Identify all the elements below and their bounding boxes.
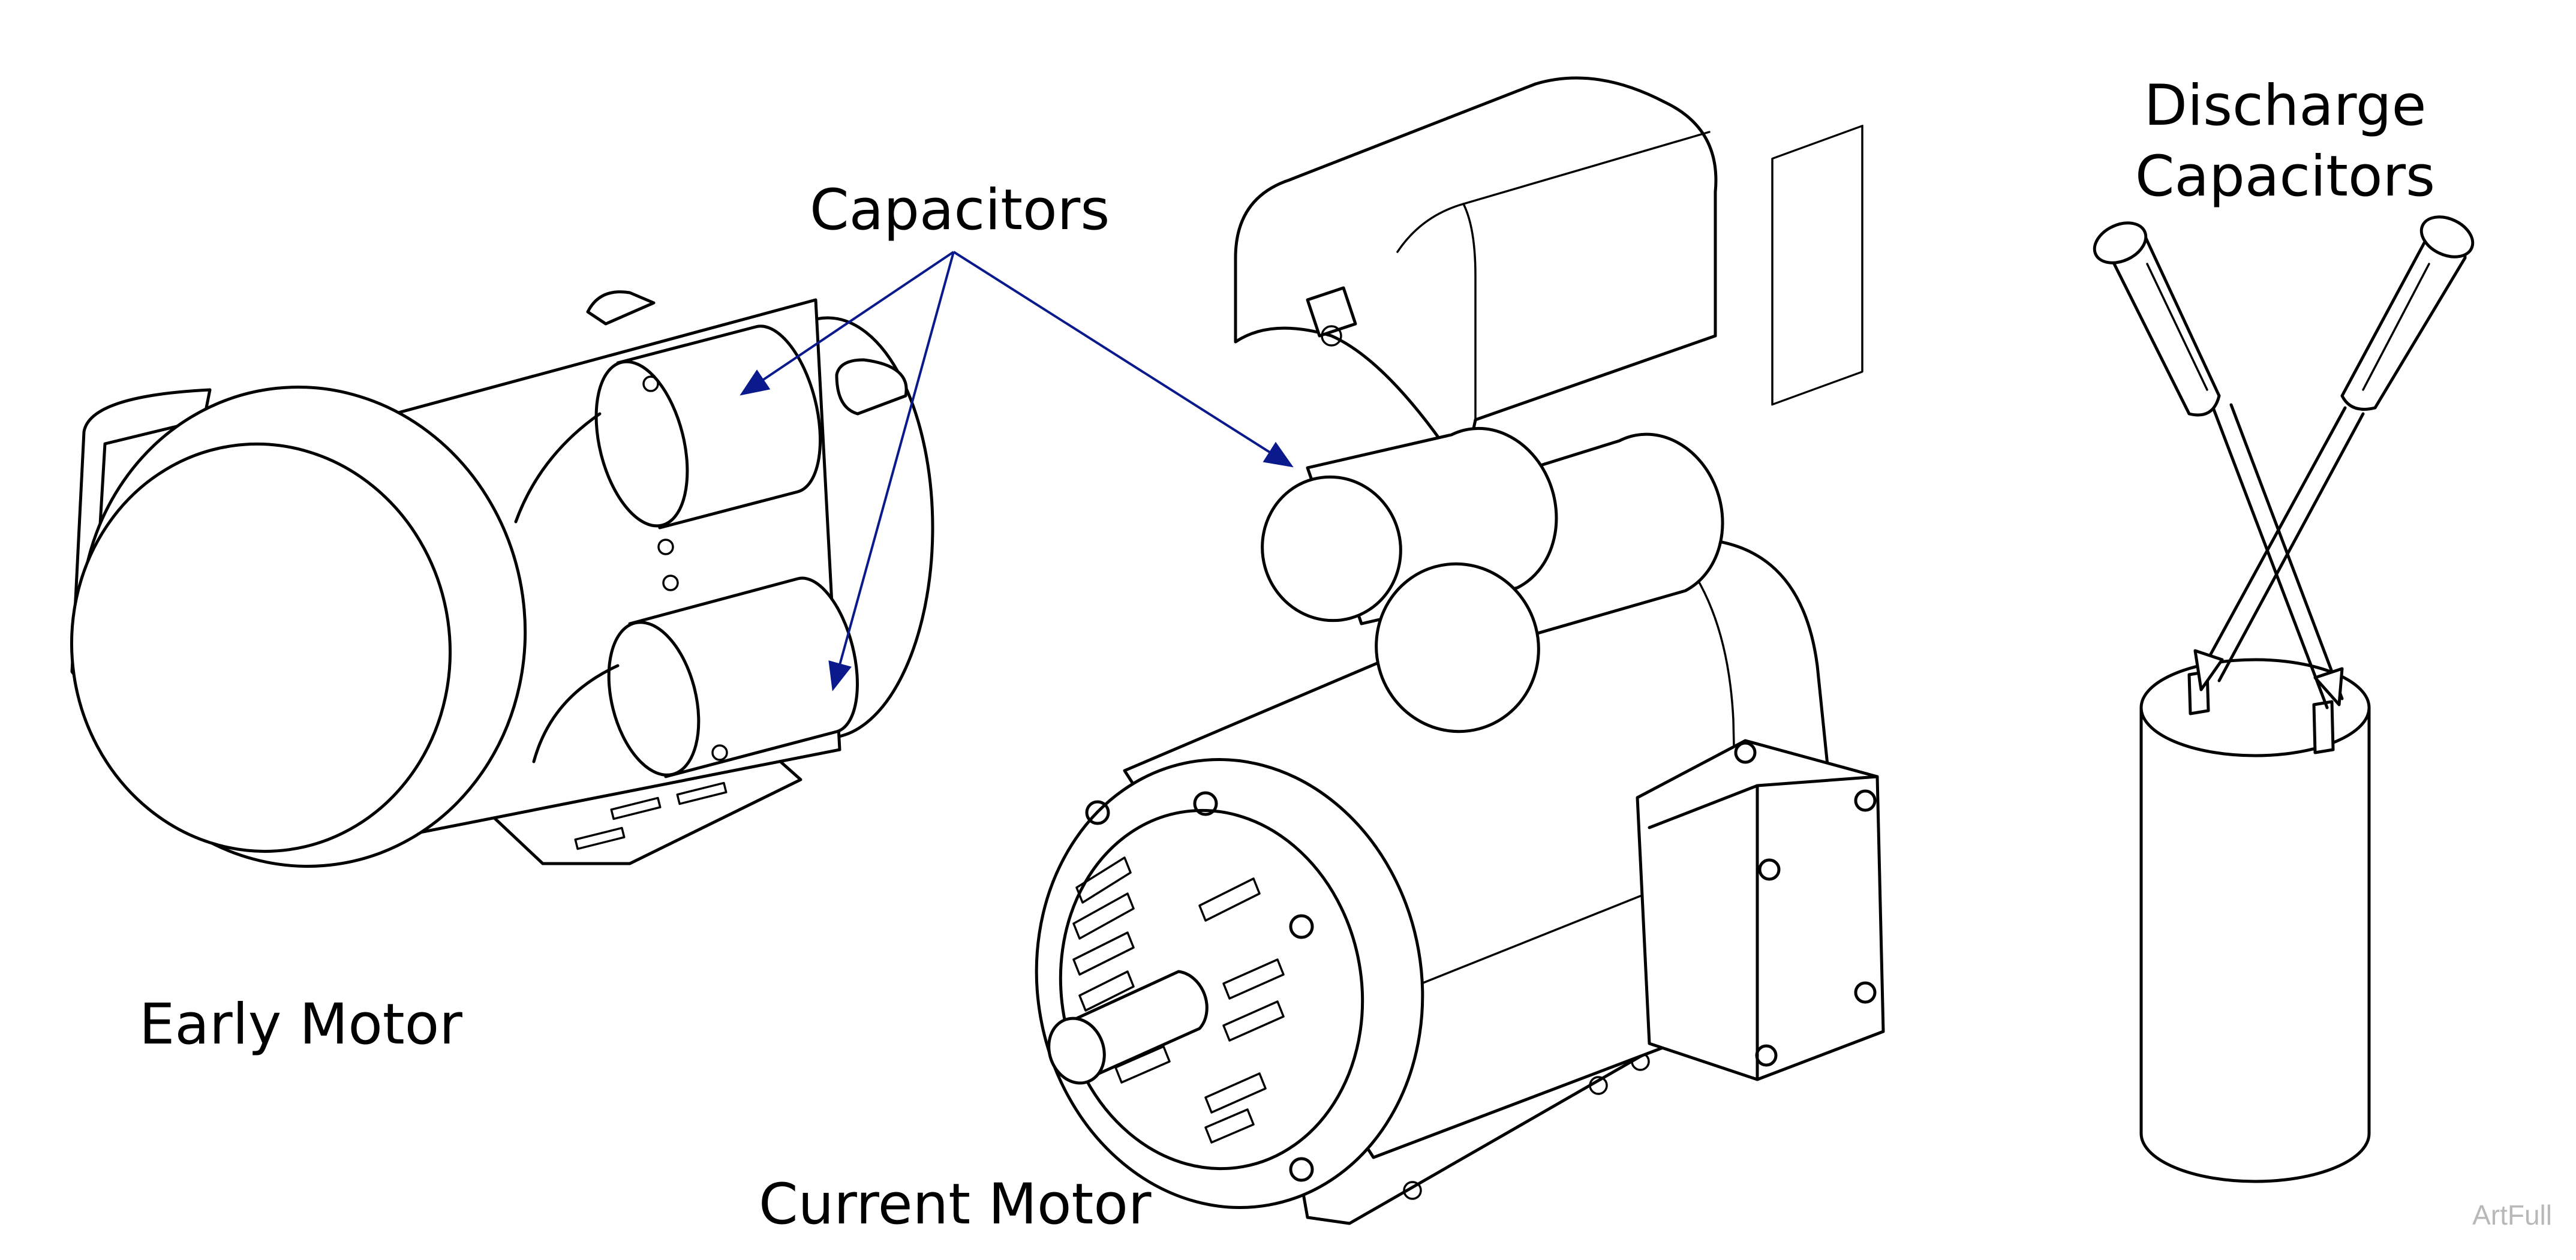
early-capacitor-lower-end — [607, 621, 701, 777]
leader-arrow-early-upper — [740, 251, 955, 396]
vent-slot — [1078, 970, 1135, 1012]
early-motor-base-slot — [574, 826, 626, 850]
current-capacitor-cover-edge — [1462, 203, 1477, 421]
screwdriver-shaft — [2217, 412, 2365, 682]
vent-slot — [1204, 1108, 1255, 1144]
screwdriver-left — [2093, 221, 2344, 709]
screwdriver-grip-line — [2362, 263, 2430, 391]
vent-slot — [1222, 1000, 1285, 1042]
current-motor-vents — [1072, 856, 1285, 1144]
discharge-label-line1: Discharge — [2144, 73, 2427, 139]
current-motor-front-face — [1059, 808, 1364, 1171]
screw-icon — [1854, 789, 1877, 812]
capacitor-leader-lines — [740, 251, 1294, 691]
early-motor-base-slot — [610, 796, 662, 820]
bolt-icon — [1193, 791, 1218, 816]
current-capacitor-cover-clip — [1306, 286, 1357, 338]
screw-icon — [1734, 741, 1757, 764]
current-capacitor-cover-edge — [1396, 131, 1711, 253]
current-motor-junction-box-lid — [1771, 125, 1863, 406]
vent-slot — [1114, 1045, 1171, 1084]
screw-icon — [662, 575, 679, 591]
capacitors-label: Capacitors — [810, 178, 1110, 243]
screw-icon — [711, 744, 728, 761]
screwdriver-handle — [2340, 231, 2467, 411]
screwdriver-handle-cap — [2419, 215, 2475, 258]
screwdriver-tip — [2193, 649, 2224, 691]
bolt-icon — [1085, 800, 1110, 825]
current-motor-junction-box — [1636, 739, 1885, 1081]
vent-slot — [1222, 958, 1285, 1000]
mounting-hole — [1589, 1076, 1608, 1095]
screw-icon — [1758, 858, 1781, 881]
vent-slot — [1198, 877, 1261, 922]
screw-icon — [642, 375, 659, 392]
current-capacitor-rear-end — [1375, 562, 1540, 733]
screwdriver-handle-cap — [2093, 221, 2148, 264]
early-motor-drawing — [70, 290, 934, 868]
discharge-capacitors-label: Discharge Capacitors — [2123, 71, 2447, 212]
discharge-capacitor-drawing — [2093, 215, 2475, 1183]
screwdriver-shaft — [2199, 406, 2347, 673]
screwdriver-shaft — [2229, 403, 2344, 700]
current-capacitor-front-end — [1261, 475, 1402, 623]
bolt-icon — [1289, 1157, 1314, 1182]
vent-slot — [1204, 1072, 1267, 1114]
mounting-hole — [1403, 1181, 1422, 1200]
screw-icon — [657, 539, 674, 555]
leader-arrow-current — [952, 251, 1294, 468]
capacitor-terminal — [2312, 700, 2335, 754]
screw-icon — [1854, 981, 1877, 1004]
early-capacitor-upper-strap — [514, 412, 602, 524]
current-motor-shaft-end — [1047, 1017, 1106, 1085]
screwdriver-right — [2193, 215, 2475, 691]
early-motor-base-slot — [676, 781, 728, 805]
early-capacitor-lower-strap — [532, 664, 620, 763]
early-motor-label: Early Motor — [139, 992, 462, 1057]
bolt-icon — [1289, 914, 1314, 939]
current-motor-label: Current Motor — [759, 1172, 1152, 1237]
early-capacitor-upper-end — [594, 360, 689, 528]
screwdriver-tip — [2313, 667, 2344, 706]
early-motor-top-handle — [586, 290, 656, 326]
screwdriver-grip-line — [2146, 263, 2208, 391]
vent-slot — [1072, 931, 1135, 976]
screwdriver-shaft — [2211, 406, 2329, 709]
vent-slot — [1075, 856, 1132, 904]
vent-slot — [1072, 892, 1135, 940]
screw-icon — [1321, 325, 1342, 347]
early-motor-conduit-knob — [835, 358, 908, 416]
early-motor-front-cover — [70, 442, 452, 853]
current-motor-front-end-bell — [1035, 758, 1424, 1209]
current-motor-drawing — [1035, 76, 1885, 1225]
discharge-label-line2: Capacitors — [2135, 143, 2436, 209]
artfull-watermark: ArtFull — [2472, 1199, 2552, 1231]
discharge-capacitor-can — [2139, 706, 2371, 1183]
leader-arrow-early-lower — [828, 251, 955, 691]
screw-icon — [1755, 1044, 1778, 1067]
